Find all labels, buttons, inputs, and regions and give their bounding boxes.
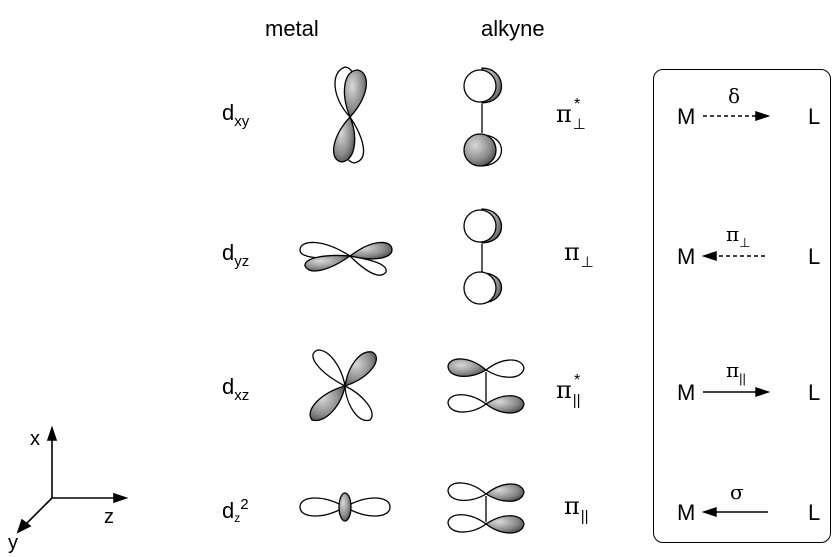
pi-subscript: || (580, 508, 589, 525)
axis-label-x: x (30, 428, 40, 450)
arrow-label-pi-par: π|| (726, 358, 746, 386)
arrow-label-symbol: σ (730, 480, 744, 504)
axis-label-y: y (8, 532, 18, 554)
arrow-label-symbol: π (726, 222, 740, 246)
ligand-symbol: L (808, 380, 821, 405)
pi-subscript: || (572, 392, 581, 409)
pi-label-par-star: π|| * (556, 372, 581, 409)
orbital-letter: d (222, 374, 235, 399)
orbital-label-dyz: dyz (222, 240, 249, 270)
arrow-label-symbol: δ (728, 84, 741, 108)
bonding-arrows (701, 110, 771, 518)
orbital-subscript: xy (234, 113, 250, 130)
arrow-label-pi-perp: π⊥ (726, 222, 750, 250)
pi-star: * (574, 372, 581, 389)
pi-par-orbital (447, 482, 525, 534)
metal-symbol: M (677, 104, 696, 129)
arrow-label-delta: δ (728, 84, 740, 108)
pi-label-par: π|| (564, 492, 589, 525)
axis-label-z: z (104, 506, 114, 528)
orbital-label-dxy: dxy (222, 100, 249, 130)
pi-subscript: ⊥ (580, 254, 594, 271)
orbital-letter: d (222, 240, 235, 265)
pi-symbol: π (556, 376, 572, 404)
arrow-label-subscript: ⊥ (739, 235, 751, 250)
metal-symbol: M (677, 244, 696, 269)
pi-symbol: π (564, 238, 580, 266)
bonding-summary-box (653, 69, 831, 543)
axis-frame (16, 425, 129, 534)
orbital-subscript: z (234, 511, 241, 525)
dxy-orbital (332, 66, 368, 164)
orbital-superscript: 2 (240, 496, 249, 513)
pi-symbol: π (564, 492, 580, 520)
ligand-symbol: L (808, 244, 821, 269)
metal-header: metal (265, 16, 319, 41)
dyz-orbital (299, 241, 393, 276)
pi-par-star-orbital (447, 358, 525, 414)
alkyne-header: alkyne (481, 16, 545, 41)
ligand-symbol: L (808, 104, 821, 129)
pi-label-perp-star: π⊥ * (556, 96, 586, 133)
pi-perp-orbital (463, 208, 503, 305)
orbital-subscript: xz (234, 387, 250, 404)
pi-label-perp: π⊥ (564, 238, 594, 271)
orbital-subscript: yz (234, 253, 250, 270)
arrow-label-sigma: σ (730, 480, 744, 504)
dxz-orbital (309, 349, 377, 422)
orbital-letter: d (222, 100, 235, 125)
pi-star: * (574, 96, 581, 113)
dz2-orbital (299, 492, 391, 522)
arrow-label-subscript: || (739, 371, 746, 386)
ligand-symbol: L (808, 500, 821, 525)
orbital-label-dz2: dz2 (222, 496, 249, 525)
metal-symbol: M (677, 380, 696, 405)
arrow-label-symbol: π (726, 358, 740, 382)
orbital-label-dxz: dxz (222, 374, 249, 404)
orbital-letter: d (222, 498, 235, 523)
pi-perp-star-orbital (463, 67, 503, 167)
pi-subscript: ⊥ (572, 116, 586, 133)
pi-symbol: π (556, 100, 572, 128)
metal-symbol: M (677, 500, 696, 525)
